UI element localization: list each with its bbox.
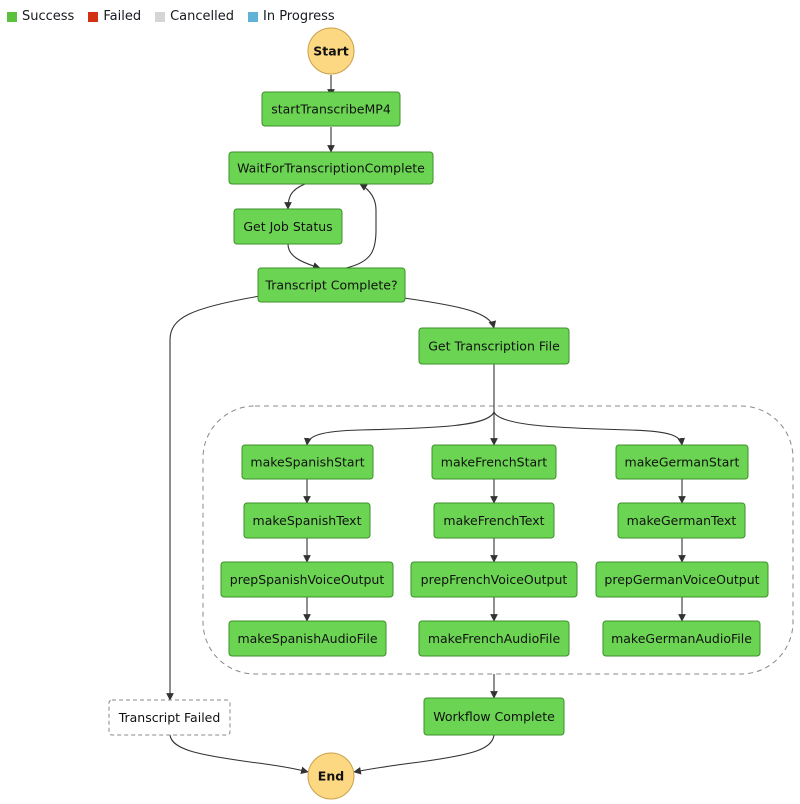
state-transcript-failed[interactable]: Transcript Failed (108, 699, 231, 736)
state-prep-french-voice-output[interactable]: prepFrenchVoiceOutput (410, 561, 578, 598)
start-node[interactable]: Start (307, 27, 355, 75)
state-make-german-text-label: makeGermanText (627, 513, 737, 528)
legend-label-failed: Failed (103, 9, 142, 24)
edge-wait-to-getjobstatus (284, 183, 306, 210)
state-make-spanish-text-label: makeSpanishText (253, 513, 362, 528)
edge-workflowcomplete-to-end (353, 734, 495, 775)
legend-label-in-progress: In Progress (262, 9, 335, 24)
edge-getjobstatus-to-transcriptcomplete (287, 243, 321, 270)
legend-item-in-progress: In Progress (247, 9, 335, 24)
state-make-spanish-audio-file[interactable]: makeSpanishAudioFile (228, 620, 387, 657)
state-make-spanish-start-label: makeSpanishStart (250, 455, 364, 470)
state-start-transcribe-mp4-label: startTranscribeMP4 (271, 102, 391, 117)
state-prep-spanish-voice-output[interactable]: prepSpanishVoiceOutput (220, 561, 394, 598)
legend-swatch-in-progress (247, 11, 258, 22)
state-make-french-text[interactable]: makeFrenchText (433, 502, 555, 539)
state-get-job-status[interactable]: Get Job Status (233, 208, 343, 245)
legend-swatch-success (7, 11, 17, 22)
state-start-transcribe-mp4[interactable]: startTranscribeMP4 (261, 91, 401, 127)
state-make-spanish-audio-file-label: makeSpanishAudioFile (237, 631, 377, 646)
state-make-german-start[interactable]: makeGermanStart (615, 444, 749, 480)
edge-parallel-to-spanish (303, 411, 495, 446)
state-transcript-failed-label: Transcript Failed (118, 710, 221, 725)
state-make-french-start[interactable]: makeFrenchStart (431, 444, 557, 480)
legend-swatch-failed (88, 11, 99, 22)
state-make-french-start-label: makeFrenchStart (441, 455, 548, 470)
state-make-french-audio-file[interactable]: makeFrenchAudioFile (418, 620, 570, 657)
edge-transcriptcomplete-loop-to-wait (345, 183, 377, 269)
state-transcript-complete[interactable]: Transcript Complete? (257, 267, 406, 303)
state-prep-spanish-voice-output-label: prepSpanishVoiceOutput (230, 572, 385, 587)
parallel-branch-group (202, 405, 794, 675)
state-make-french-text-label: makeFrenchText (443, 513, 544, 528)
state-make-french-audio-file-label: makeFrenchAudioFile (428, 631, 561, 646)
legend-item-success: Success (7, 9, 74, 24)
legend-swatch-cancelled (155, 11, 166, 22)
state-make-german-audio-file-label: makeGermanAudioFile (611, 631, 752, 646)
edge-parallel-to-german (493, 411, 686, 446)
edge-failed-to-end (169, 734, 309, 775)
state-get-job-status-label: Get Job Status (243, 219, 332, 234)
legend-label-success: Success (22, 9, 75, 24)
state-workflow-complete[interactable]: Workflow Complete (423, 697, 565, 736)
edges (166, 75, 686, 775)
legend-item-cancelled: Cancelled (155, 9, 234, 24)
legend-item-failed: Failed (88, 9, 141, 24)
state-make-german-audio-file[interactable]: makeGermanAudioFile (602, 620, 761, 657)
end-node-label: End (318, 769, 344, 784)
state-make-german-start-label: makeGermanStart (625, 455, 740, 470)
state-get-transcription-file-label: Get Transcription File (428, 339, 560, 354)
start-node-label: Start (313, 44, 349, 59)
edge-transcriptcomplete-to-gettranscriptionfile (403, 297, 497, 329)
state-make-spanish-start[interactable]: makeSpanishStart (241, 444, 374, 480)
state-make-spanish-text[interactable]: makeSpanishText (243, 502, 371, 539)
state-prep-german-voice-output-label: prepGermanVoiceOutput (604, 572, 759, 587)
state-transcript-complete-label: Transcript Complete? (264, 278, 397, 293)
state-workflow-complete-label: Workflow Complete (433, 709, 555, 724)
legend-label-cancelled: Cancelled (170, 9, 234, 24)
state-get-transcription-file[interactable]: Get Transcription File (418, 327, 570, 365)
legend: Success Failed Cancelled In Progress (7, 9, 335, 24)
edge-transcriptcomplete-to-failed (166, 295, 261, 701)
state-make-german-text[interactable]: makeGermanText (617, 502, 746, 539)
end-node[interactable]: End (307, 752, 355, 800)
state-prep-french-voice-output-label: prepFrenchVoiceOutput (421, 572, 568, 587)
state-wait-for-transcription-complete[interactable]: WaitForTranscriptionComplete (228, 151, 434, 185)
state-wait-for-transcription-complete-label: WaitForTranscriptionComplete (237, 161, 425, 176)
state-prep-german-voice-output[interactable]: prepGermanVoiceOutput (595, 561, 769, 598)
